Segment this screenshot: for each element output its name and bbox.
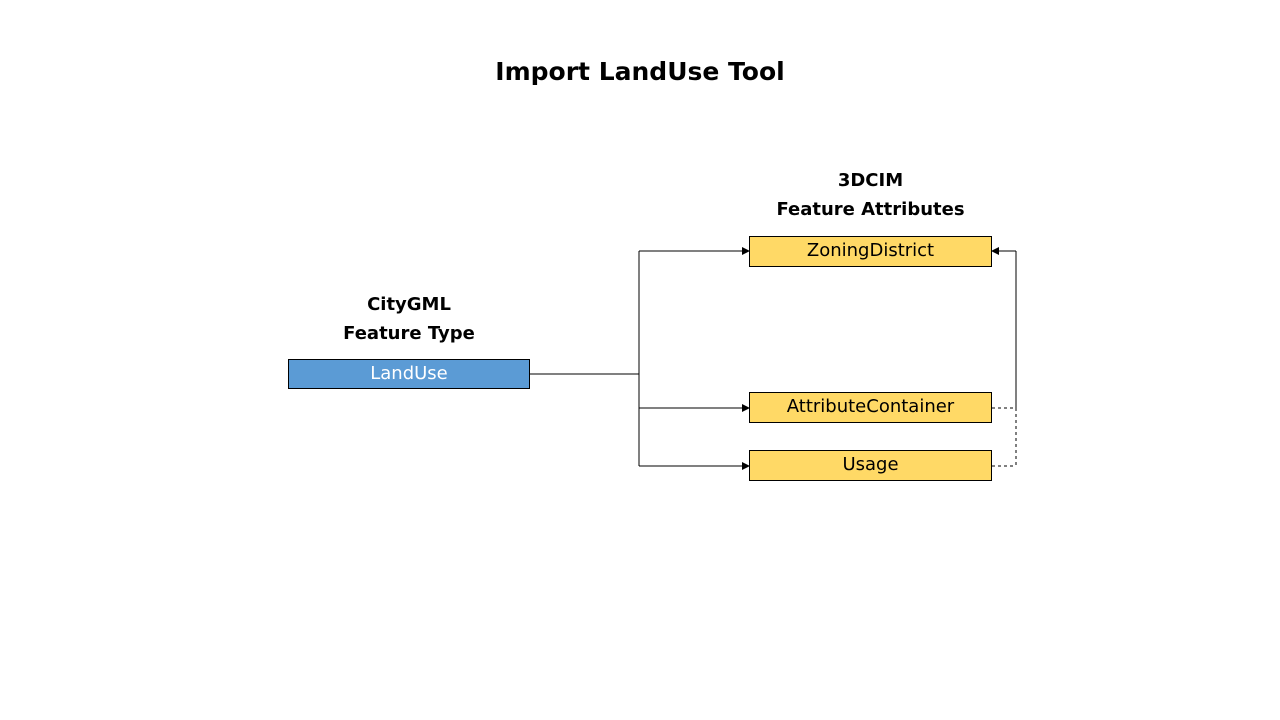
target-heading-line2: Feature Attributes [776, 199, 965, 220]
landuse-box: LandUse [288, 359, 530, 389]
target-heading-line1: 3DCIM [837, 170, 904, 191]
zoningdistrict-box: ZoningDistrict [749, 236, 992, 267]
diagram-title: Import LandUse Tool [495, 57, 785, 86]
attributecontainer-box: AttributeContainer [749, 392, 992, 423]
source-heading-line2: Feature Type [343, 323, 475, 344]
usage-box: Usage [749, 450, 992, 481]
source-heading-line1: CityGML [367, 294, 451, 315]
source-group-heading: CityGML Feature Type [288, 290, 530, 348]
target-group-heading: 3DCIM Feature Attributes [749, 166, 992, 224]
